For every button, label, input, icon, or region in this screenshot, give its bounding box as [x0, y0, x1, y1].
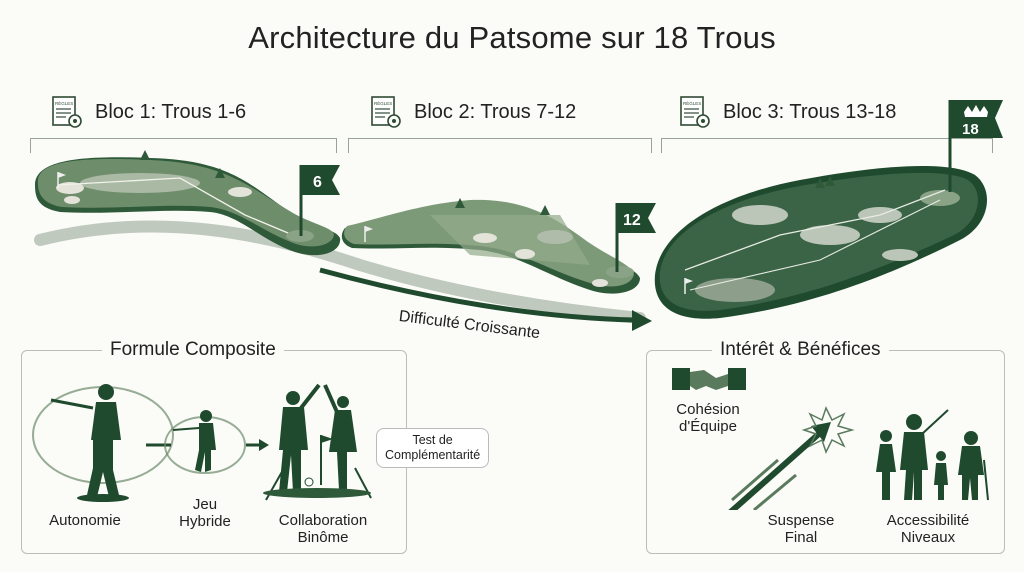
cohesion-line-2: d'Équipe [679, 418, 737, 435]
bubble-line-1: Test de [412, 433, 453, 447]
accessibilite-caption: Accessibilité Niveaux [868, 512, 988, 546]
bloc-2-header: RÈGLES [369, 95, 403, 134]
interet-illustrations [672, 368, 989, 510]
difficulty-swoosh [34, 220, 646, 324]
crown-icon [964, 105, 988, 117]
suspense-line-2: Final [784, 529, 818, 546]
svg-text:18: 18 [962, 121, 979, 138]
accessibilite-line-2: Niveaux [900, 529, 956, 546]
bloc-2-label: Bloc 2: Trous 7-12 [414, 101, 577, 123]
difficulty-arrow [319, 267, 637, 323]
suspense-line-1: Suspense [767, 512, 835, 529]
golf-flag-icon: 18 [948, 100, 1003, 192]
golf-flag-icon: 12 [615, 203, 656, 272]
svg-text:RÈGLES: RÈGLES [55, 100, 73, 106]
autonomie-caption: Autonomie [49, 512, 121, 529]
bloc-1-bracket [30, 138, 337, 153]
golfer-icon [32, 384, 174, 502]
rising-arrow-icon [728, 406, 855, 510]
course-segment-1 [35, 157, 341, 256]
high-five-golfers-icon [263, 383, 372, 501]
interet-title: Intérêt & Bénéfices [712, 339, 889, 361]
rules-document-icon: RÈGLES [52, 96, 82, 128]
course-segment-3 [654, 165, 987, 319]
bloc-3-label: Bloc 3: Trous 13-18 [723, 101, 897, 123]
golf-flag-icon: 6 [299, 165, 340, 236]
handshake-icon [672, 368, 746, 390]
svg-text:12: 12 [623, 212, 641, 229]
collaboration-line-1: Collaboration [278, 512, 368, 529]
svg-text:RÈGLES: RÈGLES [374, 100, 392, 106]
cohesion-caption: Cohésion d'Équipe [660, 401, 756, 435]
family-icon [876, 409, 989, 501]
bloc-1-label: Bloc 1: Trous 1-6 [95, 101, 247, 123]
bloc-3-header: RÈGLES [678, 95, 712, 134]
jeu-hybride-line-2: Hybride [179, 513, 231, 530]
page-title: Architecture du Patsome sur 18 Trous [248, 20, 776, 55]
bubble-line-2: Complémentarité [385, 448, 481, 462]
accessibilite-line-1: Accessibilité [886, 512, 970, 529]
suspense-caption: Suspense Final [757, 512, 845, 546]
rules-document-icon: RÈGLES [680, 96, 710, 128]
svg-text:RÈGLES: RÈGLES [683, 100, 701, 106]
bloc-1-header: RÈGLES [50, 95, 84, 134]
jeu-hybride-line-1: Jeu [192, 496, 218, 513]
rules-document-icon: RÈGLES [371, 96, 401, 128]
collaboration-line-2: Binôme [297, 529, 349, 546]
golfer-icon [164, 410, 246, 474]
svg-text:6: 6 [313, 174, 322, 191]
difficulty-arrowhead [632, 310, 652, 331]
bloc-2-bracket [348, 138, 652, 153]
formule-illustrations [32, 383, 372, 502]
formule-title: Formule Composite [102, 339, 284, 361]
complementarity-bubble: Test de Complémentarité [376, 428, 490, 468]
jeu-hybride-caption: Jeu Hybride [165, 496, 245, 530]
course-segment-2 [341, 199, 640, 294]
bloc-3-bracket [661, 138, 993, 153]
cohesion-line-1: Cohésion [676, 401, 740, 418]
collaboration-caption: Collaboration Binôme [258, 512, 388, 546]
